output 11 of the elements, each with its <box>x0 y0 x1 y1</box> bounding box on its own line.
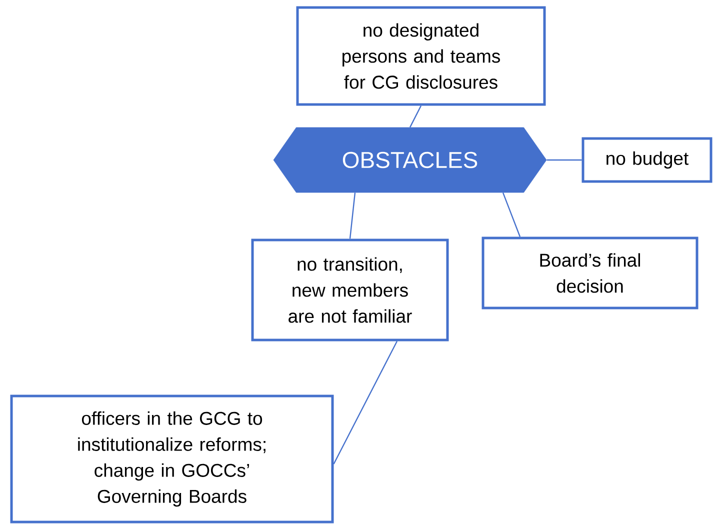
obstacle-box: no transition, new members are not familiar <box>251 238 449 342</box>
obstacle-box: officers in the GCG to institutionalize reforms; change in GOCCs’ Governing Boards <box>10 394 334 524</box>
connector-line <box>502 192 521 237</box>
connector-line <box>546 159 582 161</box>
obstacles-hexagon: OBSTACLES <box>273 127 547 193</box>
connector-line <box>409 105 422 128</box>
connector-line <box>349 192 356 239</box>
connector-line <box>333 340 398 464</box>
obstacle-box: no budget <box>582 137 712 183</box>
obstacle-box: no designated persons and teams for CG disclosures <box>296 6 546 106</box>
obstacle-box: Board’s final decision <box>482 236 698 310</box>
